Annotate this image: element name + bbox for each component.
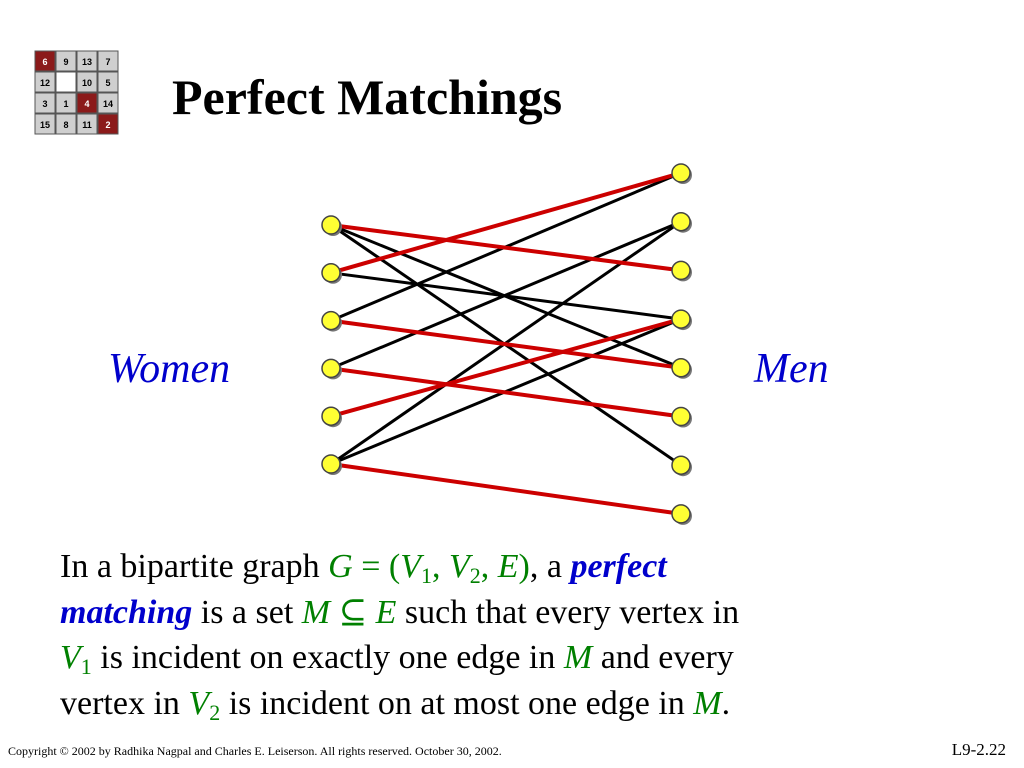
copyright-footer: Copyright © 2002 by Radhika Nagpal and C…	[8, 744, 502, 758]
man-vertex	[671, 309, 691, 329]
matching-edge	[330, 171, 682, 275]
puzzle-tile	[55, 71, 77, 93]
definition-line-2: matching is a set M ⊆ E such that every …	[60, 593, 740, 631]
puzzle-tile	[97, 113, 119, 135]
definition-line-4: vertex in V2 is incident on at most one …	[60, 684, 731, 725]
man-vertex	[671, 455, 691, 475]
puzzle-tile-number: 7	[105, 57, 110, 67]
graph-edge	[330, 220, 682, 370]
puzzle-tile	[76, 92, 98, 114]
man-vertex	[671, 260, 691, 281]
puzzle-tile-number: 11	[82, 120, 92, 130]
puzzle-tile	[76, 50, 98, 72]
puzzle-tile	[97, 92, 119, 114]
puzzle-tile-number: 15	[40, 120, 50, 130]
puzzle-tile-number: 13	[82, 57, 92, 67]
matching-edge	[330, 223, 682, 273]
puzzle-tile-number: 4	[84, 99, 89, 109]
man-vertex	[671, 358, 691, 378]
matching-edge	[330, 366, 682, 419]
puzzle-tile-number: 6	[42, 57, 47, 67]
puzzle-tile	[34, 92, 56, 114]
puzzle-tile-number: 10	[82, 78, 92, 88]
matching-edge	[330, 462, 682, 516]
puzzle-tile-number: 9	[63, 57, 68, 67]
page-number: L9-2.22	[951, 740, 1006, 759]
woman-vertex	[321, 215, 341, 235]
woman-vertex	[321, 454, 341, 474]
man-vertex	[671, 163, 691, 183]
woman-vertex	[321, 310, 341, 331]
matching-edge	[330, 317, 682, 419]
puzzle-tile-number: 2	[105, 120, 110, 130]
perfect-term: perfect	[570, 548, 667, 585]
matching-edge	[330, 318, 682, 370]
puzzle-tile	[76, 113, 98, 135]
puzzle-tile	[76, 71, 98, 93]
puzzle-tile	[34, 50, 56, 72]
woman-vertex	[321, 358, 341, 379]
puzzle-tile-number: 5	[105, 78, 110, 88]
puzzle-tile-number: 12	[40, 78, 50, 88]
women-label: Women	[108, 346, 231, 392]
puzzle-tile-number: 8	[63, 120, 68, 130]
puzzle-tile	[55, 113, 77, 135]
puzzle-tile	[97, 71, 119, 93]
woman-vertex	[321, 406, 341, 426]
puzzle-tile	[34, 71, 56, 93]
puzzle-tile	[97, 50, 119, 72]
slide-title: Perfect Matchings	[172, 69, 563, 125]
men-label: Men	[754, 346, 829, 392]
man-vertex	[671, 504, 691, 524]
man-vertex	[671, 406, 691, 427]
matching-term: matching	[60, 593, 193, 631]
puzzle-tile-number: 3	[42, 99, 47, 109]
definition-line-3: V1 is incident on exactly one edge in M …	[60, 639, 734, 679]
man-vertex	[671, 211, 691, 232]
definition-paragraph: In a bipartite graph G = (V1, V2, E), a …	[60, 544, 980, 726]
definition-line-1: In a bipartite graph G = (V1, V2, E), a …	[60, 548, 667, 588]
puzzle-tile	[55, 92, 77, 114]
puzzle-tile	[34, 113, 56, 135]
puzzle-tile	[55, 50, 77, 72]
woman-vertex	[321, 263, 341, 283]
puzzle-tile-number: 14	[103, 99, 113, 109]
puzzle-tile-number: 1	[63, 99, 68, 109]
